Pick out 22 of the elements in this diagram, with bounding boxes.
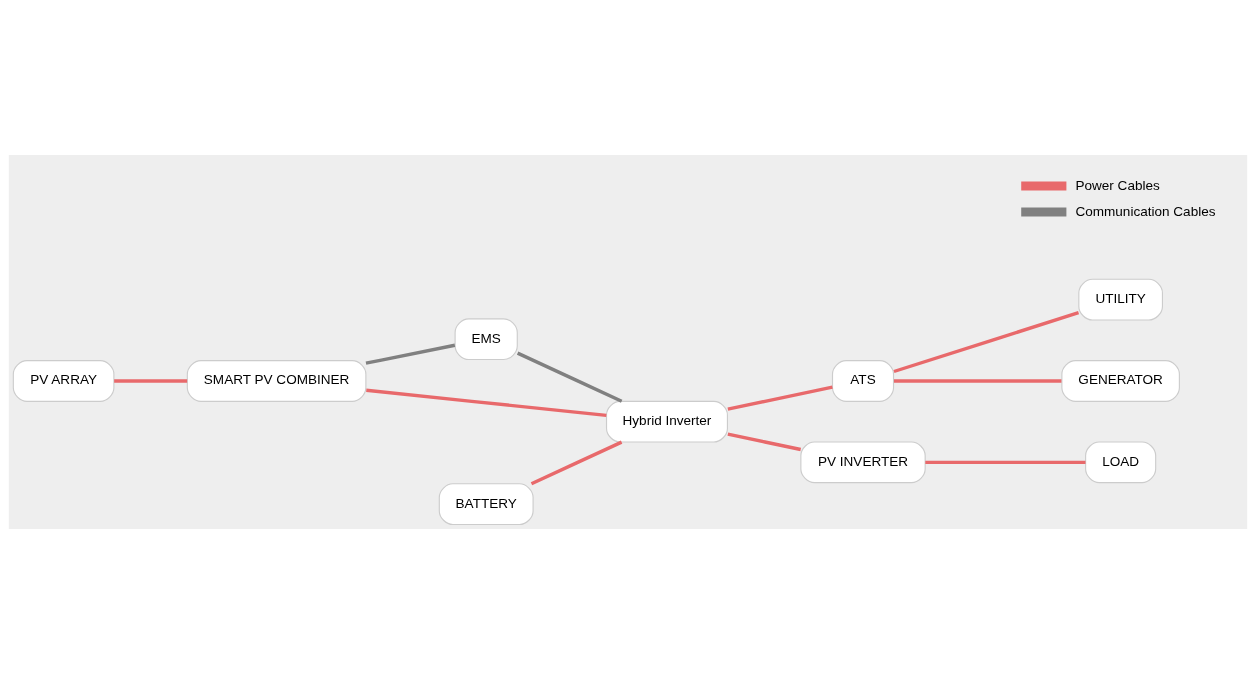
connector xyxy=(530,440,623,485)
connector xyxy=(893,378,1062,383)
node-box: UTILITY xyxy=(1078,278,1163,321)
node-box: BATTERY xyxy=(438,482,534,525)
legend-label: Communication Cables xyxy=(1075,203,1216,219)
node-box: PV INVERTER xyxy=(800,440,926,483)
node-box: PV ARRAY xyxy=(12,359,115,402)
node-box: GENERATOR xyxy=(1061,359,1180,402)
connector xyxy=(925,460,1086,464)
connector xyxy=(727,432,802,451)
node-box: LOAD xyxy=(1085,440,1157,483)
node-box: Hybrid Inverter xyxy=(605,400,728,443)
legend-label: Power Cables xyxy=(1075,177,1160,193)
node-box: ATS xyxy=(831,359,895,402)
node-box: SMART PV COMBINER xyxy=(186,359,367,402)
node-box: EMS xyxy=(454,317,518,360)
connector xyxy=(114,378,188,383)
connector xyxy=(516,351,623,403)
connector xyxy=(727,385,833,411)
connector xyxy=(893,310,1080,373)
connector xyxy=(366,388,607,417)
connector xyxy=(365,343,456,365)
